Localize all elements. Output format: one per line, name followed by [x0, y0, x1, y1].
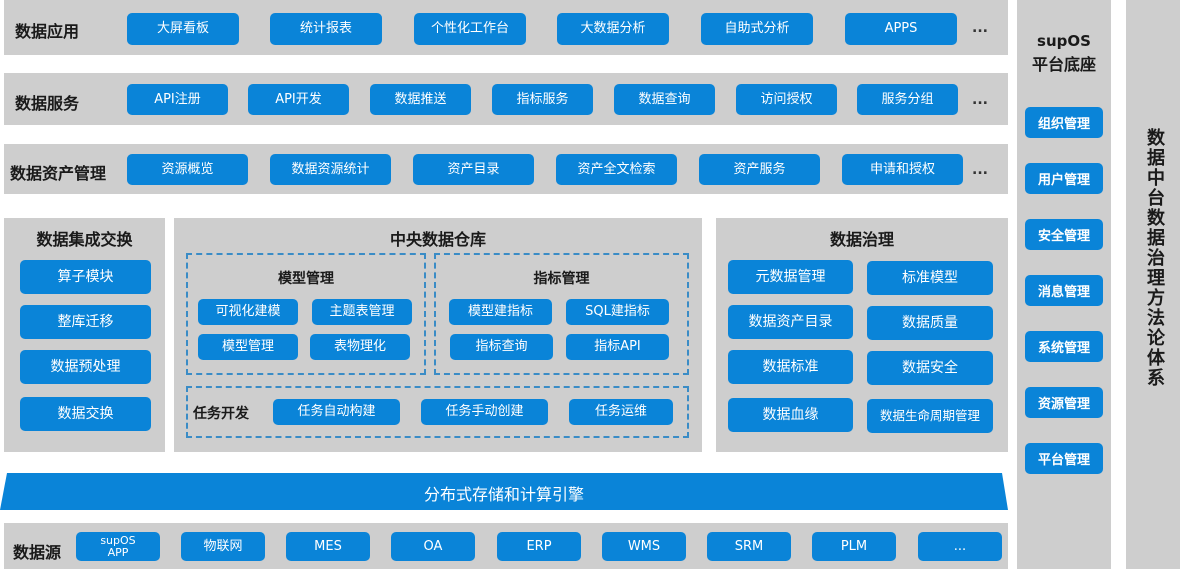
- data-source-item[interactable]: PLM: [812, 532, 896, 561]
- data-service-item[interactable]: 数据查询: [614, 84, 715, 115]
- data-app-item[interactable]: APPS: [845, 13, 957, 45]
- data-service-item[interactable]: API注册: [127, 84, 228, 115]
- platform-item[interactable]: 资源管理: [1025, 387, 1103, 418]
- engine-banner-shape: [0, 473, 1008, 510]
- metric-mgmt-title: 指标管理: [533, 271, 590, 287]
- data-app-item[interactable]: 大数据分析: [557, 13, 669, 45]
- governance-item[interactable]: 元数据管理: [728, 260, 853, 294]
- model-mgmt-item[interactable]: 表物理化: [310, 334, 410, 360]
- platform-item[interactable]: 安全管理: [1025, 219, 1103, 250]
- data-asset-item[interactable]: 资源概览: [127, 154, 248, 185]
- data-service-item[interactable]: API开发: [248, 84, 349, 115]
- data-service-label: 数据服务: [15, 94, 80, 113]
- data-service-item[interactable]: 访问授权: [736, 84, 837, 115]
- integration-item[interactable]: 数据预处理: [20, 350, 151, 384]
- data-app-item[interactable]: 统计报表: [270, 13, 382, 45]
- task-dev-item[interactable]: 任务自动构建: [273, 399, 400, 425]
- more-indicator: ...: [972, 92, 988, 108]
- engine-banner: [0, 473, 1008, 510]
- metric-mgmt-item[interactable]: 指标查询: [450, 334, 553, 360]
- task-dev-title: 任务开发: [193, 406, 249, 422]
- platform-title-line2: 平台底座: [1031, 55, 1096, 74]
- governance-item[interactable]: 数据安全: [867, 351, 993, 385]
- data-asset-item[interactable]: 资产服务: [699, 154, 820, 185]
- data-source-item[interactable]: ERP: [497, 532, 581, 561]
- platform-title-line1: supOS: [1037, 32, 1091, 50]
- data-source-item[interactable]: MES: [286, 532, 370, 561]
- platform-item[interactable]: 系统管理: [1025, 331, 1103, 362]
- data-asset-item[interactable]: 资产全文检索: [556, 154, 677, 185]
- data-source-item[interactable]: supOS APP: [76, 532, 160, 561]
- data-asset-item[interactable]: 资产目录: [413, 154, 534, 185]
- metric-mgmt-item[interactable]: 指标API: [566, 334, 669, 360]
- governance-title: 数据治理: [829, 230, 894, 249]
- platform-item[interactable]: 消息管理: [1025, 275, 1103, 306]
- data-source-item[interactable]: WMS: [602, 532, 686, 561]
- integration-item[interactable]: 数据交换: [20, 397, 151, 431]
- data-app-label: 数据应用: [15, 22, 80, 41]
- model-mgmt-item[interactable]: 模型管理: [198, 334, 298, 360]
- data-source-item[interactable]: ...: [918, 532, 1002, 561]
- model-mgmt-title: 模型管理: [278, 271, 334, 287]
- platform-item[interactable]: 用户管理: [1025, 163, 1103, 194]
- task-dev-item[interactable]: 任务运维: [569, 399, 673, 425]
- data-service-item[interactable]: 数据推送: [370, 84, 471, 115]
- methodology-label: 数据中台数据治理方法论体系: [1144, 128, 1165, 388]
- data-service-item[interactable]: 服务分组: [857, 84, 958, 115]
- metric-mgmt-item[interactable]: 模型建指标: [449, 299, 552, 325]
- engine-label: 分布式存储和计算引擎: [423, 485, 584, 504]
- platform-item[interactable]: 组织管理: [1025, 107, 1103, 138]
- more-indicator: ...: [972, 162, 988, 178]
- warehouse-title: 中央数据仓库: [389, 230, 486, 249]
- data-app-item[interactable]: 个性化工作台: [414, 13, 526, 45]
- integration-item[interactable]: 整库迁移: [20, 305, 151, 339]
- data-service-item[interactable]: 指标服务: [492, 84, 593, 115]
- governance-item[interactable]: 数据血缘: [728, 398, 853, 432]
- model-mgmt-group: [186, 253, 426, 375]
- governance-item[interactable]: 数据资产目录: [728, 305, 853, 339]
- data-asset-item[interactable]: 数据资源统计: [270, 154, 391, 185]
- data-asset-label: 数据资产管理: [10, 164, 107, 183]
- data-source-item[interactable]: OA: [391, 532, 475, 561]
- governance-item[interactable]: 数据质量: [867, 306, 993, 340]
- methodology-panel: [1126, 0, 1180, 569]
- model-mgmt-item[interactable]: 可视化建模: [198, 299, 298, 325]
- integration-item[interactable]: 算子模块: [20, 260, 151, 294]
- governance-item[interactable]: 数据生命周期管理: [867, 399, 993, 433]
- more-indicator: ...: [972, 20, 988, 36]
- task-dev-group: [186, 386, 689, 438]
- model-mgmt-item[interactable]: 主题表管理: [312, 299, 412, 325]
- data-app-item[interactable]: 大屏看板: [127, 13, 239, 45]
- governance-item[interactable]: 数据标准: [728, 350, 853, 384]
- data-source-label: 数据源: [13, 543, 62, 562]
- data-source-item[interactable]: SRM: [707, 532, 791, 561]
- task-dev-item[interactable]: 任务手动创建: [421, 399, 548, 425]
- data-app-item[interactable]: 自助式分析: [701, 13, 813, 45]
- data-source-item[interactable]: 物联网: [181, 532, 265, 561]
- governance-item[interactable]: 标准模型: [867, 261, 993, 295]
- metric-mgmt-item[interactable]: SQL建指标: [566, 299, 669, 325]
- metric-mgmt-group: [434, 253, 689, 375]
- platform-item[interactable]: 平台管理: [1025, 443, 1103, 474]
- integration-title: 数据集成交换: [36, 230, 133, 249]
- data-asset-item[interactable]: 申请和授权: [842, 154, 963, 185]
